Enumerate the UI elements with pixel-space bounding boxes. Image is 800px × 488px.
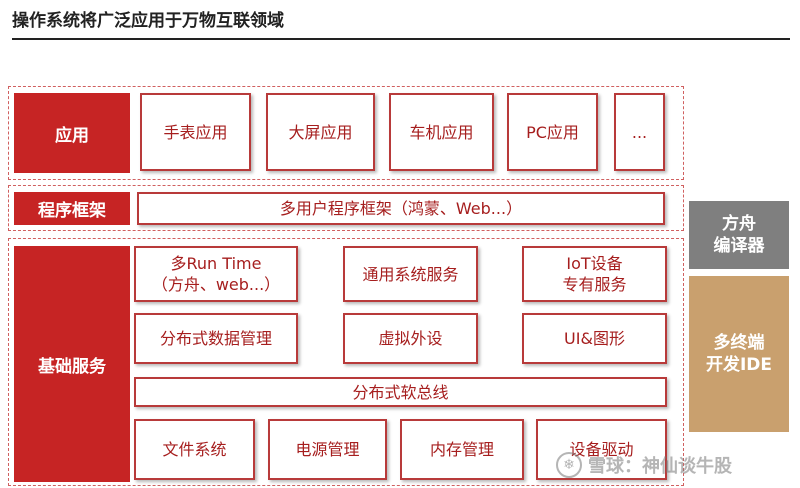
- power-management-box: 电源管理: [268, 419, 387, 480]
- framework-layer-label: 程序框架: [14, 192, 130, 225]
- framework-box: 多用户程序框架（鸿蒙、Web...）: [137, 192, 665, 225]
- virtual-peripheral-box: 虚拟外设: [343, 313, 478, 364]
- file-system-box: 文件系统: [134, 419, 255, 480]
- title-divider: [12, 38, 790, 40]
- watermark: ❄ 雪球：神仙谈牛股: [556, 450, 732, 480]
- ark-compiler-panel: 方舟 编译器: [689, 201, 789, 269]
- memory-management-box: 内存管理: [400, 419, 524, 480]
- base-layer-band: [8, 238, 684, 486]
- ui-graphics-box: UI&图形: [522, 313, 667, 364]
- snowball-logo-icon: ❄: [556, 452, 582, 478]
- soft-bus-box: 分布式软总线: [134, 377, 667, 407]
- ide-panel: 多终端 开发IDE: [689, 276, 789, 432]
- framework-layer-band: [8, 185, 684, 231]
- page-title: 操作系统将广泛应用于万物互联领域: [12, 11, 284, 31]
- distributed-data-box: 分布式数据管理: [134, 313, 298, 364]
- system-service-box: 通用系统服务: [343, 246, 478, 302]
- bigscreen-app-box: 大屏应用: [266, 93, 375, 171]
- car-app-box: 车机应用: [389, 93, 494, 171]
- watermark-text: 雪球：神仙谈牛股: [588, 456, 732, 477]
- app-layer-label: 应用: [14, 93, 130, 173]
- base-layer-label: 基础服务: [14, 246, 130, 482]
- app-layer-band: [8, 86, 684, 180]
- more-apps-box: ...: [614, 93, 665, 171]
- runtime-box: 多Run Time （方舟、web...）: [134, 246, 298, 302]
- watch-app-box: 手表应用: [140, 93, 251, 171]
- pc-app-box: PC应用: [507, 93, 598, 171]
- iot-service-box: IoT设备 专有服务: [522, 246, 667, 302]
